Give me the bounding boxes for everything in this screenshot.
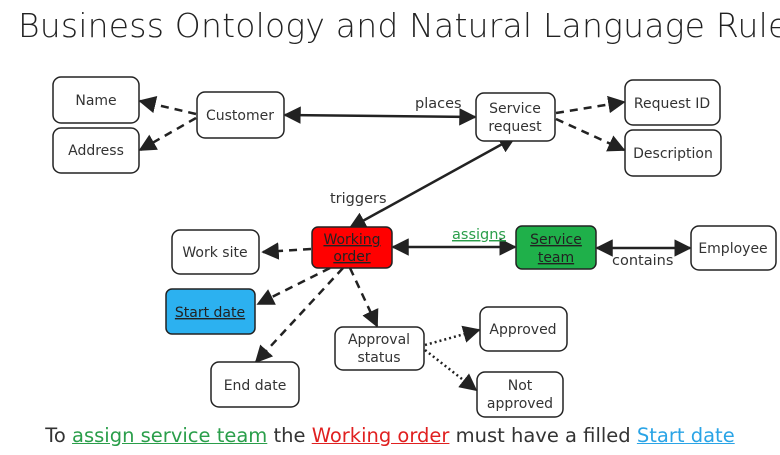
edge-approved [424,325,481,347]
caption-link-assign-service-team[interactable]: assign service team [72,424,268,447]
caption-link-start-date[interactable]: Start date [636,424,735,447]
node-start-date-label: Start date [175,305,245,321]
node-address-label: Address [68,143,124,159]
node-description-label: Description [633,146,713,162]
node-start-date: Start date [165,288,256,335]
node-not-approved-line1: Not [508,378,533,394]
edge-end-date [254,267,344,364]
edge-label-assigns: assigns [452,227,506,243]
edge-approval-status [348,267,379,328]
node-approval-status: Approval status [334,326,425,371]
edge-start-date [256,266,331,306]
caption-text-2: the [267,424,312,447]
node-service-request: Service request [475,92,556,142]
rule-caption: To assign service team the Working order… [0,424,780,447]
node-service-team-line2: team [538,250,574,266]
page-title: Business Ontology and Natural Language R… [18,6,780,45]
node-request-id-label: Request ID [634,96,710,112]
node-approved-label: Approved [489,322,556,338]
node-approval-status-line1: Approval [348,332,410,348]
edge-customer-address [138,116,197,152]
edge-work-site [261,242,312,260]
node-service-team-line1: Service [530,232,582,248]
node-working-order: Working order [311,226,393,269]
node-name-label: Name [75,93,116,109]
node-name: Name [52,76,140,124]
node-service-request-line2: request [488,119,542,135]
edge-not-approved [424,349,478,392]
node-employee-label: Employee [698,241,767,257]
node-approval-status-line2: status [357,350,400,366]
node-not-approved: Not approved [476,371,564,418]
edge-triggers [348,135,517,230]
node-working-order-line2: order [333,249,371,265]
edge-label-contains: contains [612,253,673,269]
node-approved: Approved [479,306,568,352]
node-employee: Employee [690,225,777,271]
ontology-diagram: places triggers assigns contains Name Ad… [52,76,777,418]
node-service-team: Service team [515,225,597,270]
node-address: Address [52,127,140,174]
caption-link-working-order[interactable]: Working order [311,424,450,447]
node-customer-label: Customer [206,108,274,124]
node-work-site-label: Work site [182,245,247,261]
caption-text-1: To [45,424,73,447]
edge-request-id [555,95,626,115]
node-request-id: Request ID [624,79,721,126]
node-end-date: End date [210,361,300,408]
node-end-date-label: End date [224,378,287,394]
edge-label-triggers: triggers [330,191,387,207]
edge-customer-name [138,96,197,116]
node-not-approved-line2: approved [487,396,553,412]
caption-text-3: must have a filled [449,424,637,447]
node-service-request-line1: Service [489,101,541,117]
edge-places [283,106,477,126]
node-working-order-line1: Working [323,232,380,248]
node-description: Description [624,129,722,177]
node-customer: Customer [196,91,285,139]
edge-description [555,117,626,152]
node-work-site: Work site [171,229,260,275]
edge-label-places: places [415,96,462,112]
